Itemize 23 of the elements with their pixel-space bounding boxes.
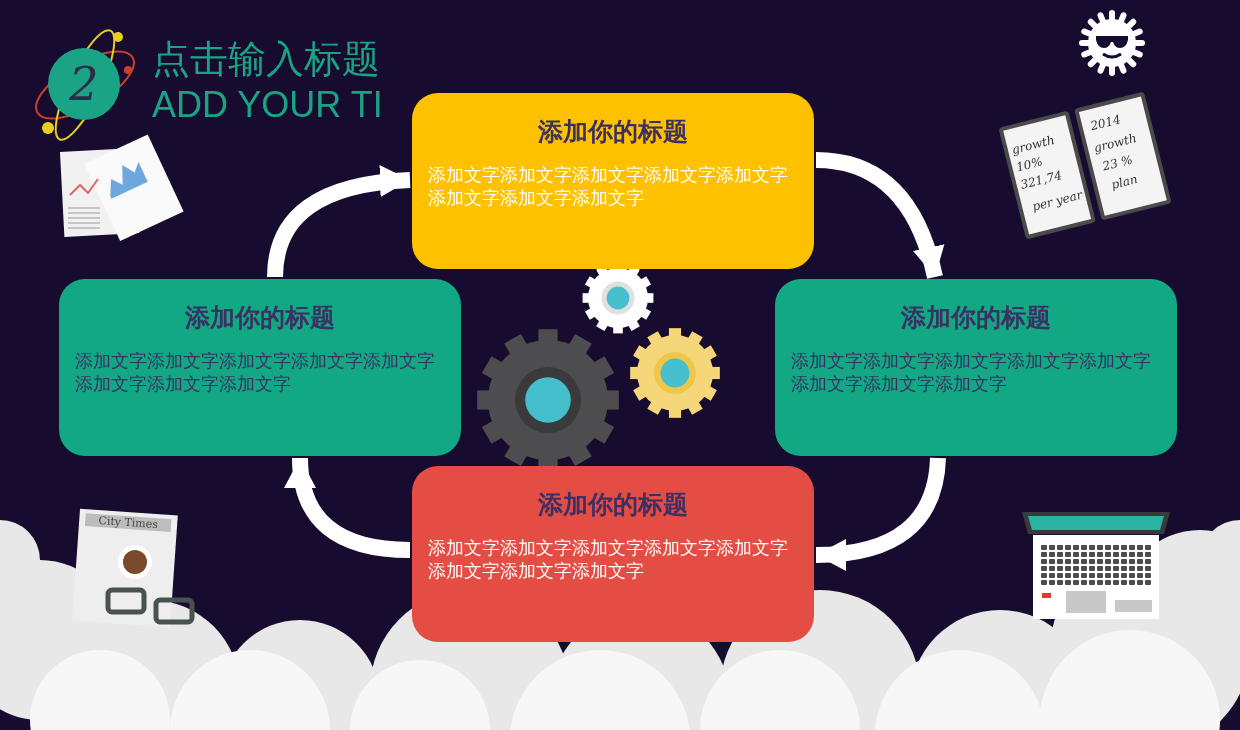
handwritten-note: 2014 (1089, 112, 1123, 134)
handwritten-note: plan (1109, 172, 1139, 192)
box-text: 添加文字添加文字添加文字添加文字添加文字添加文字添加文字添加文字 (428, 164, 789, 210)
slide-title: 点击输入标题 (152, 36, 380, 83)
box-title: 添加你的标题 (538, 489, 688, 521)
box-text: 添加文字添加文字添加文字添加文字添加文字添加文字添加文字添加文字 (791, 350, 1152, 396)
number-badge: 2 (48, 48, 120, 120)
slide-subtitle: ADD YOUR TI (152, 84, 383, 126)
rounded-box (59, 279, 461, 456)
curved-arrow (815, 152, 944, 279)
newspaper-headline: City Times (84, 513, 172, 533)
box-title: 添加你的标题 (901, 302, 1051, 334)
rounded-box (412, 466, 814, 642)
box-text: 添加文字添加文字添加文字添加文字添加文字添加文字添加文字添加文字 (75, 350, 436, 396)
box-title: 添加你的标题 (185, 302, 335, 334)
box-text: 添加文字添加文字添加文字添加文字添加文字添加文字添加文字添加文字 (428, 537, 789, 583)
handwritten-note: 23 % (1101, 152, 1135, 174)
rounded-box (412, 93, 814, 269)
curved-arrow (285, 457, 411, 558)
curved-arrow (815, 457, 946, 570)
handwritten-note: per year (1030, 187, 1084, 214)
box-title: 添加你的标题 (538, 116, 688, 148)
rounded-box (775, 279, 1177, 456)
